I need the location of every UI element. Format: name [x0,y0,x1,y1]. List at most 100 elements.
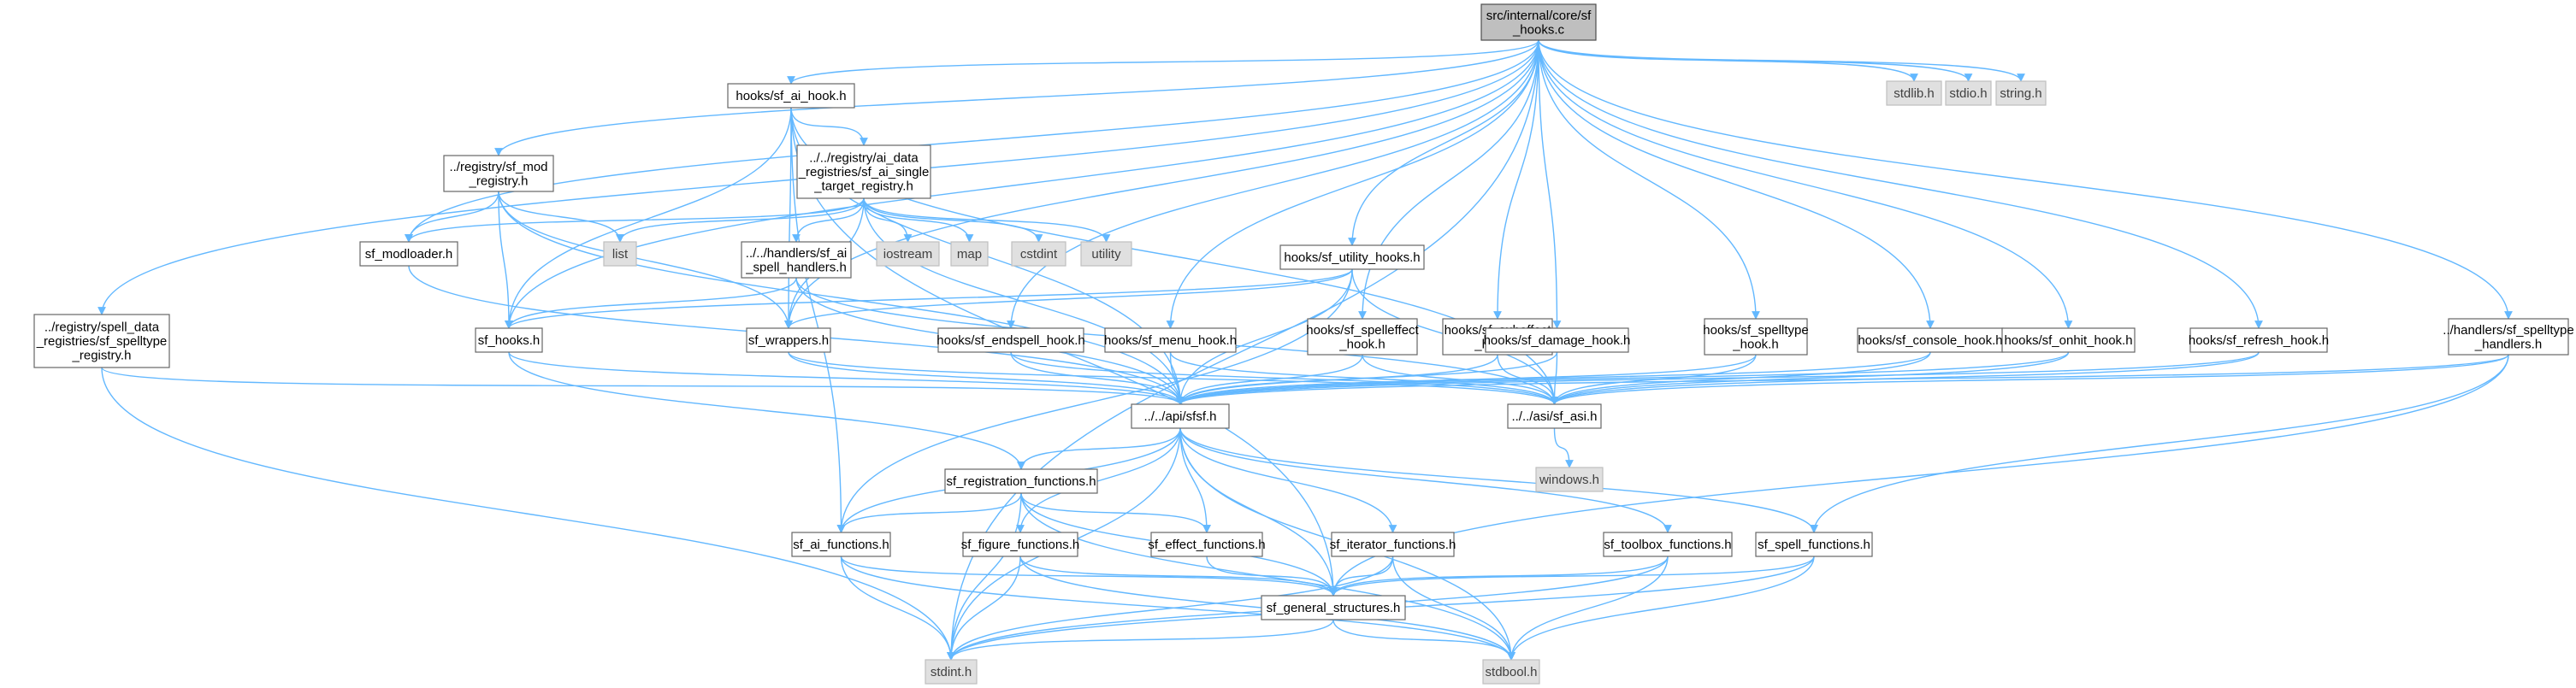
node-list[interactable]: list [603,241,637,267]
node-spelltype-handlers[interactable]: ../handlers/sf_spelltype_handlers.h [2443,318,2574,356]
node-label: _registries/sf_ai_single [798,165,930,179]
node-wrappers[interactable]: sf_wrappers.h [746,327,831,353]
node-cstdint[interactable]: cstdint [1011,241,1066,267]
edge [947,39,1539,661]
node-map[interactable]: map [950,241,989,267]
edge [863,197,974,243]
node-spelleffect[interactable]: hooks/sf_spelleffect_hook.h [1306,318,1420,356]
node-box [475,327,543,353]
edge-sf_hooks-to-registration [508,351,1025,470]
node-mod-registry[interactable]: ../registry/sf_mod_registry.h [443,155,554,192]
node-root[interactable]: src/internal/core/sf_hooks.c [1480,3,1597,41]
node-windows[interactable]: windows.h [1535,467,1604,492]
edge [792,197,865,243]
node-stdbool[interactable]: stdbool.h [1482,659,1540,685]
edge [1538,39,2025,82]
node-label: sf_registration_functions.h [946,474,1096,489]
node-box [1011,241,1066,267]
node-box [1331,532,1455,557]
node-spelltype-hook[interactable]: hooks/sf_spelltype_hook.h [1703,318,1809,356]
node-label: hooks/sf_spelleffect [1306,323,1419,338]
node-endspell[interactable]: hooks/sf_endspell_hook.h [936,327,1085,353]
edge [863,197,913,243]
node-box [1704,318,1808,356]
node-label: stdlib.h [1894,86,1935,101]
edge-sfsf-to-effect [1179,427,1211,533]
node-sf-hooks[interactable]: sf_hooks.h [475,327,543,353]
node-iostream[interactable]: iostream [876,241,940,267]
edge [1176,351,2070,405]
node-utility[interactable]: utility [1080,241,1132,267]
node-stdint[interactable]: stdint.h [925,659,978,685]
edge [1332,619,1515,661]
node-registration[interactable]: sf_registration_functions.h [944,468,1098,494]
edge-spelltype_handlers-to-spell_functions [1810,354,2509,533]
edge-registration-to-stdint [947,492,1022,661]
node-label: _hook.h [1732,337,1778,351]
edge [1538,39,2073,329]
node-box [33,314,170,368]
edge [1553,427,1574,468]
node-ai-hook[interactable]: hooks/sf_ai_hook.h [727,83,855,109]
node-box [1603,532,1733,557]
node-toolbox[interactable]: sf_toolbox_functions.h [1603,532,1733,557]
node-stdio[interactable]: stdio.h [1945,80,1992,106]
node-layer: src/internal/core/sf_hooks.c stdlib.h stdi… [33,3,2574,685]
node-label: sf_modloader.h [365,247,453,262]
node-onhit[interactable]: hooks/sf_onhit_hook.h [2001,327,2136,353]
node-spell-registry[interactable]: ../registry/spell_data_registries/sf_spe… [33,314,170,368]
edge-root-to-damage [1538,39,1562,329]
node-figure[interactable]: sf_figure_functions.h [961,532,1079,557]
edge-root-to-onhit [1538,39,2073,329]
node-label: sf_wrappers.h [748,333,829,348]
edge-root-to-utility_hooks [1348,39,1539,246]
node-stdlib[interactable]: stdlib.h [1886,80,1942,106]
edge [1538,39,1935,329]
edge [1017,427,1181,470]
node-ai-single[interactable]: ../../registry/ai_data_registries/sf_ai_… [796,144,931,199]
edge-utility_hooks-to-wrappers [784,268,1353,329]
node-iterator[interactable]: sf_iterator_functions.h [1330,532,1456,557]
node-label: list [612,247,629,262]
edge-sfsf-to-iterator [1179,427,1397,533]
edge-sf_hooks-to-sfsf [508,351,1185,405]
edge-root-to-refresh [1538,39,2263,329]
node-label: hooks/sf_console_hook.h [1858,333,2002,348]
edge-mod_registry-to-list [498,191,624,243]
edge [1493,39,1539,320]
node-effect[interactable]: sf_effect_functions.h [1148,532,1266,557]
node-label: sf_effect_functions.h [1148,538,1265,552]
node-box [359,241,458,267]
node-box [1131,403,1230,429]
node-label: src/internal/core/sf [1486,9,1592,23]
node-sf-asi[interactable]: ../../asi/sf_asi.h [1507,403,1602,429]
node-modloader[interactable]: sf_modloader.h [359,241,458,267]
node-damage[interactable]: hooks/sf_damage_hook.h [1484,327,1631,353]
node-general[interactable]: sf_general_structures.h [1261,595,1406,620]
edge [1176,351,1931,405]
edge [863,197,1043,243]
node-refresh[interactable]: hooks/sf_refresh_hook.h [2189,327,2329,353]
node-string[interactable]: string.h [1995,80,2047,106]
node-box [962,532,1078,557]
edge [405,39,1539,243]
edge [947,619,1334,661]
edge [836,492,1022,533]
edge [1391,556,1515,661]
node-menu[interactable]: hooks/sf_menu_hook.h [1104,327,1237,353]
node-spell-functions[interactable]: sf_spell_functions.h [1755,532,1873,557]
edge-ai_hook-to-sf_hooks [505,107,792,329]
node-ai-spell-handlers[interactable]: ../../handlers/sf_ai_spell_handlers.h [741,241,852,279]
node-console[interactable]: hooks/sf_console_hook.h [1857,327,2004,353]
edge-toolbox-to-stdbool [1507,556,1669,661]
edge [1329,556,1815,597]
node-box [443,155,554,192]
node-utility-hooks[interactable]: hooks/sf_utility_hooks.h [1279,244,1425,270]
edge [1179,427,1672,533]
node-ai-functions[interactable]: sf_ai_functions.h [791,532,891,557]
node-sfsf[interactable]: ../../api/sfsf.h [1131,403,1230,429]
edge [1176,354,2509,405]
edge-root-to-spelltype_hook [1538,39,1760,320]
edge-ai_single-to-cstdint [863,197,1043,243]
node-label: _target_registry.h [813,179,913,194]
